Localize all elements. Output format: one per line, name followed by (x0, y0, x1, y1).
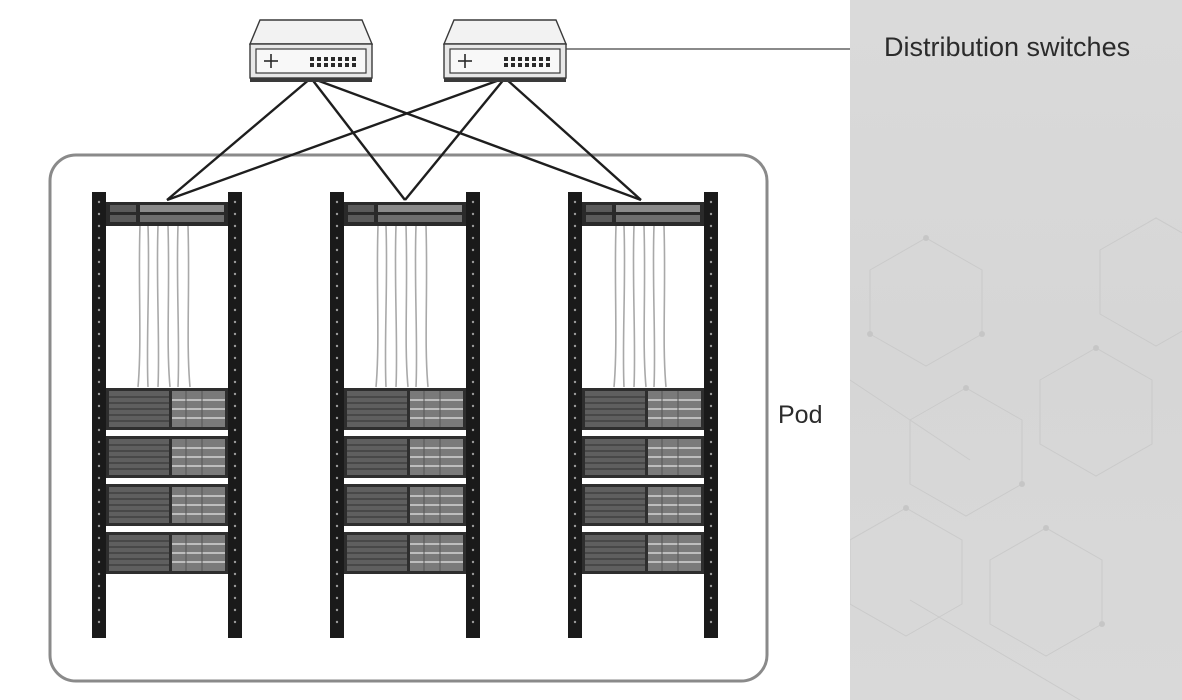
server-rack-3 (568, 192, 718, 638)
server-rack-icon (568, 192, 718, 638)
uplink-line (504, 77, 642, 201)
uplink-line (404, 77, 506, 201)
server-rack-icon (92, 192, 242, 638)
side-panel (850, 0, 1182, 700)
pod-boundary (48, 153, 769, 683)
network-switch-icon (249, 19, 373, 83)
server-rack-1 (92, 192, 242, 638)
uplink-line (310, 77, 406, 201)
network-pod-diagram (48, 19, 850, 683)
hexagon-background-pattern (850, 217, 1182, 700)
uplink-line (166, 77, 312, 201)
uplink-lines (166, 76, 642, 202)
distribution-switches-label: Distribution switches (884, 32, 1131, 62)
uplink-line (310, 76, 642, 202)
server-rack-2 (330, 192, 480, 638)
server-rack-icon (330, 192, 480, 638)
distribution-switch-2 (443, 19, 567, 83)
pod-label: Pod (778, 401, 823, 429)
distribution-switch-1 (249, 19, 373, 83)
uplink-line (166, 76, 506, 202)
network-switch-icon (443, 19, 567, 83)
